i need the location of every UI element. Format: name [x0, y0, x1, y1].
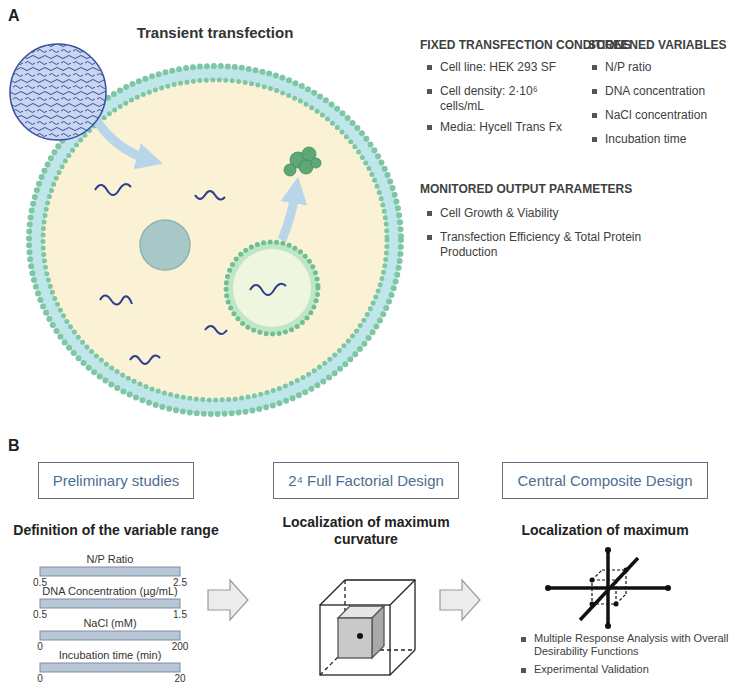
condition-item: Cell density: 2·10⁶ cells/mL	[440, 84, 570, 113]
stage-subheading: Localization of maximum curvature	[281, 514, 451, 548]
variable-item: NaCl concentration	[605, 108, 730, 123]
variable-name: Incubation time (min)	[59, 649, 162, 662]
bullet-square	[592, 89, 597, 94]
range-value: 0.5	[33, 609, 47, 621]
stage-box: 2⁴ Full Factorial Design	[273, 462, 459, 499]
analysis-item: Multiple Response Analysis with Overall …	[534, 632, 729, 659]
variable-name: N/P Ratio	[87, 553, 134, 566]
section-heading: SCREENED VARIABLES	[588, 38, 726, 53]
bullet-square	[592, 65, 597, 70]
ccd-diagram	[545, 547, 671, 629]
bullet-square	[521, 668, 526, 673]
section-heading: MONITORED OUTPUT PARAMETERS	[420, 182, 632, 197]
bullet-square	[427, 211, 432, 216]
stage-subheading: Localization of maximum	[521, 522, 688, 539]
bullet-square	[592, 137, 597, 142]
bullet-square	[427, 89, 432, 94]
illustration-title: Transient transfection	[137, 24, 294, 42]
condition-item: Cell line: HEK 293 SF	[440, 60, 570, 75]
range-value: 20	[174, 673, 185, 685]
polyplex-particle	[10, 44, 106, 140]
stage-box: Central Composite Design	[502, 462, 707, 499]
bullet-square	[427, 65, 432, 70]
panel-letter: A	[8, 6, 20, 26]
variable-name: NaCl (mM)	[83, 617, 136, 630]
range-value: 0	[37, 641, 43, 653]
bullet-square	[521, 637, 526, 642]
range-bars	[40, 567, 180, 672]
factorial-cube	[320, 580, 415, 675]
range-value: 0	[37, 673, 43, 685]
condition-item: Media: Hycell Trans Fx	[440, 120, 570, 135]
bullet-square	[427, 125, 432, 130]
output-item: Transfection Efficiency & Total Protein …	[440, 230, 680, 259]
range-value: 1.5	[173, 609, 187, 621]
bullet-square	[592, 113, 597, 118]
stage-box: Preliminary studies	[38, 462, 195, 499]
stage-subheading: Definition of the variable range	[13, 522, 218, 539]
panel-letter: B	[8, 436, 20, 456]
range-value: 200	[172, 641, 189, 653]
analysis-item: Experimental Validation	[534, 663, 729, 676]
stage-title: 2⁴ Full Factorial Design	[288, 472, 444, 489]
stage-title: Preliminary studies	[53, 472, 180, 489]
variable-item: DNA concentration	[605, 84, 730, 99]
stage-title: Central Composite Design	[517, 472, 692, 489]
stage-arrows	[208, 580, 480, 620]
bullet-square	[427, 235, 432, 240]
variable-name: DNA Concentration (µg/mL)	[42, 585, 177, 598]
output-item: Cell Growth & Viability	[440, 206, 700, 221]
variable-item: N/P ratio	[605, 60, 730, 75]
variable-item: Incubation time	[605, 132, 730, 147]
